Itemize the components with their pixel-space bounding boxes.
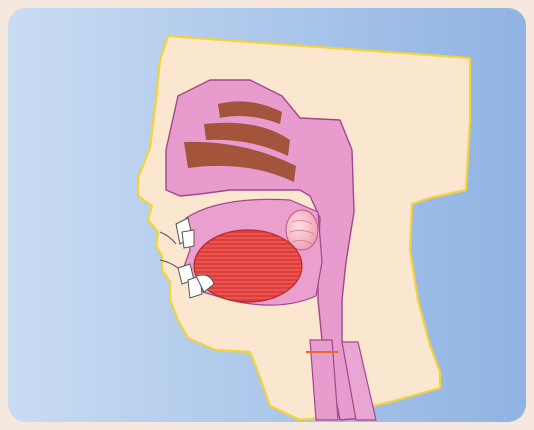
tongue-icon <box>194 230 302 302</box>
